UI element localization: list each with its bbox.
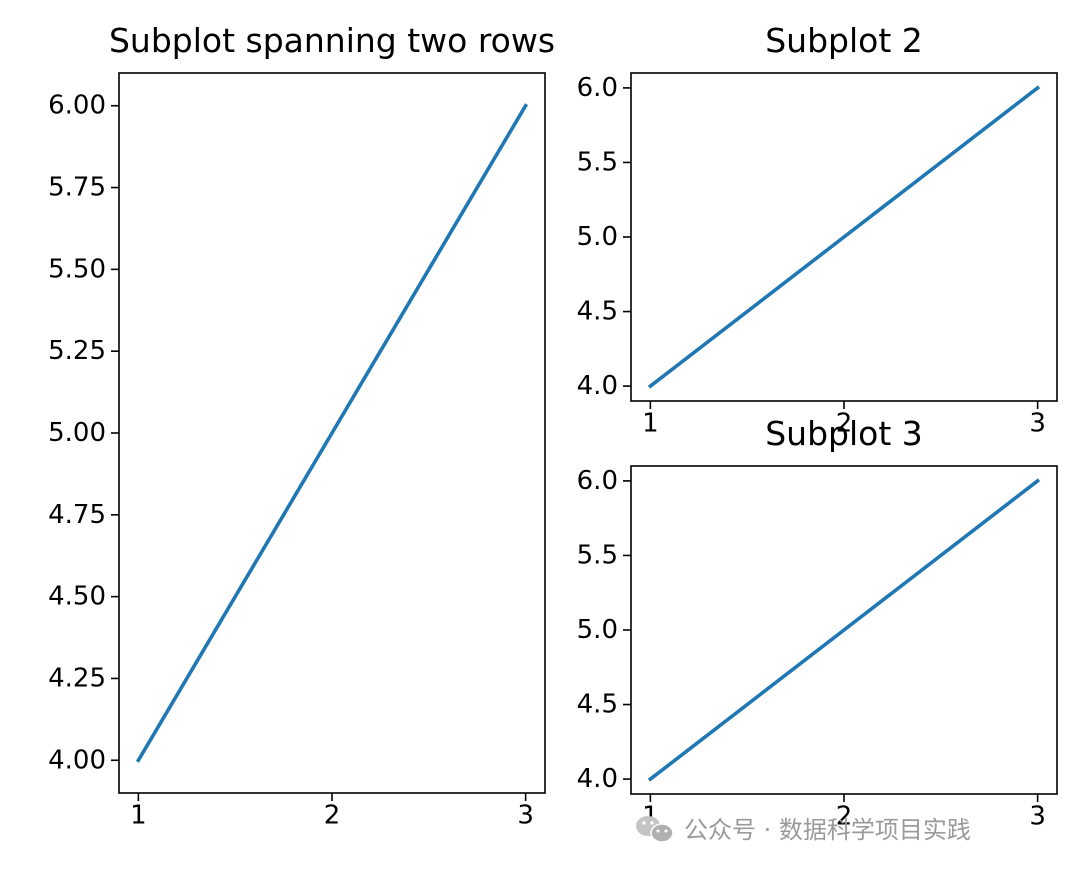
- y-tick-label: 5.0: [577, 222, 618, 252]
- y-tick-label: 4.0: [577, 764, 618, 794]
- y-tick-label: 6.0: [577, 73, 618, 103]
- x-tick-label: 3: [1029, 801, 1046, 831]
- y-tick-label: 5.0: [577, 615, 618, 645]
- subplot-title: Subplot spanning two rows: [109, 21, 555, 60]
- y-tick-label: 4.50: [48, 582, 106, 612]
- y-tick-label: 6.00: [48, 91, 106, 121]
- y-tick-label: 6.0: [577, 466, 618, 496]
- y-tick-label: 4.5: [577, 690, 618, 720]
- x-tick-label: 1: [130, 800, 147, 830]
- y-tick-label: 4.5: [577, 297, 618, 327]
- watermark: 公众号 · 数据科学项目实践: [636, 816, 971, 844]
- y-tick-label: 4.00: [48, 745, 106, 775]
- series-line: [135, 103, 529, 763]
- subplot-title: Subplot 3: [765, 414, 923, 453]
- subplot-title: Subplot 2: [765, 21, 923, 60]
- x-tick-label: 2: [836, 408, 853, 438]
- wechat-icon: [636, 816, 674, 843]
- series-line: [647, 85, 1041, 389]
- x-tick-label: 1: [642, 408, 659, 438]
- series-line: [647, 478, 1041, 782]
- y-tick-label: 5.00: [48, 418, 106, 448]
- y-tick-label: 5.25: [48, 336, 106, 366]
- y-tick-label: 4.75: [48, 500, 106, 530]
- x-tick-label: 2: [324, 800, 341, 830]
- y-tick-label: 5.5: [577, 540, 618, 570]
- watermark-text: 公众号 · 数据科学项目实践: [684, 816, 971, 844]
- y-tick-label: 4.0: [577, 371, 618, 401]
- y-tick-label: 5.75: [48, 173, 106, 203]
- x-tick-label: 2: [836, 801, 853, 831]
- y-tick-label: 5.50: [48, 254, 106, 284]
- subplot-2: 4.0 4.5 5.0 5.5 6.0 1 2 3 Subplot 2: [577, 21, 1058, 438]
- y-tick-label: 4.25: [48, 663, 106, 693]
- x-tick-label: 3: [517, 800, 534, 830]
- x-tick-label: 3: [1029, 408, 1046, 438]
- subplot-1: 4.00 4.25 4.50 4.75 5.00 5.25 5.50 5.75 6.00 1 2 3 S…: [48, 21, 555, 830]
- y-tick-label: 5.5: [577, 147, 618, 177]
